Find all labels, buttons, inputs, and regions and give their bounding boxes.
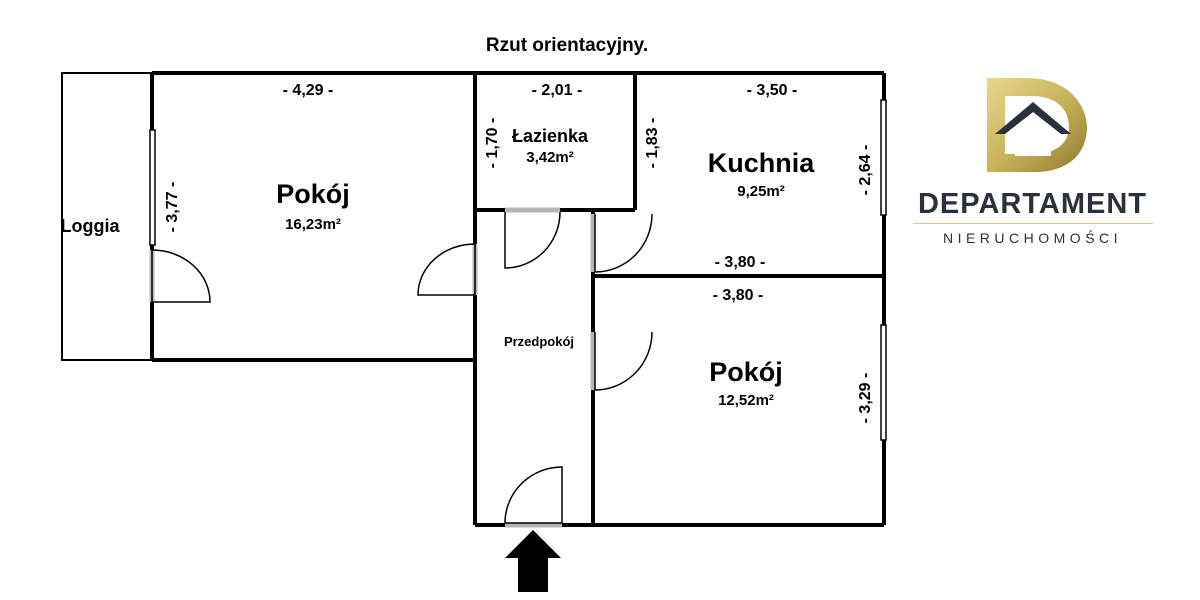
dim-kuchnia-height: - 2,64 - bbox=[857, 145, 874, 196]
dim-lazienka-width: - 2,01 - bbox=[532, 82, 583, 99]
brand-subtitle: NIERUCHOMOŚCI bbox=[942, 230, 1123, 246]
dim-kuchnia-bottom: - 3,80 - bbox=[715, 254, 766, 271]
door-openings bbox=[149, 207, 596, 528]
room-pokoj1-name: Pokój bbox=[276, 179, 350, 209]
room-pokoj2-name: Pokój bbox=[709, 357, 783, 387]
dim-lazienka-height: - 1,70 - bbox=[484, 118, 501, 169]
dim-pokoj2-width: - 3,80 - bbox=[713, 287, 764, 304]
logo-house-d-icon bbox=[987, 78, 1087, 172]
room-lazienka-name: Łazienka bbox=[512, 126, 589, 146]
plan-title: Rzut orientacyjny. bbox=[486, 35, 648, 56]
room-pokoj2-area: 12,52m² bbox=[718, 392, 774, 409]
room-kuchnia-name: Kuchnia bbox=[708, 148, 815, 178]
brand-divider bbox=[913, 223, 1153, 224]
dim-pokoj2-height: - 3,29 - bbox=[857, 373, 874, 424]
room-lazienka-area: 3,42m² bbox=[526, 149, 574, 166]
room-przedpokoj-name: Przedpokój bbox=[504, 334, 574, 349]
dim-lazienka-right: - 1,83 - bbox=[644, 118, 661, 169]
room-loggia-name: Loggia bbox=[61, 216, 121, 236]
brand-name: DEPARTAMENT bbox=[917, 188, 1148, 220]
brand-logo: DEPARTAMENT NIERUCHOMOŚCI bbox=[905, 70, 1160, 260]
entrance-arrow-icon bbox=[505, 530, 561, 592]
dim-kuchnia-width: - 3,50 - bbox=[747, 82, 798, 99]
room-kuchnia-area: 9,25m² bbox=[737, 183, 785, 200]
door-swings bbox=[151, 211, 653, 524]
dim-pokoj1-height: - 3,77 - bbox=[164, 182, 181, 233]
dim-pokoj1-width: - 4,29 - bbox=[283, 82, 334, 99]
windows bbox=[149, 99, 887, 441]
room-pokoj1-area: 16,23m² bbox=[285, 216, 341, 233]
